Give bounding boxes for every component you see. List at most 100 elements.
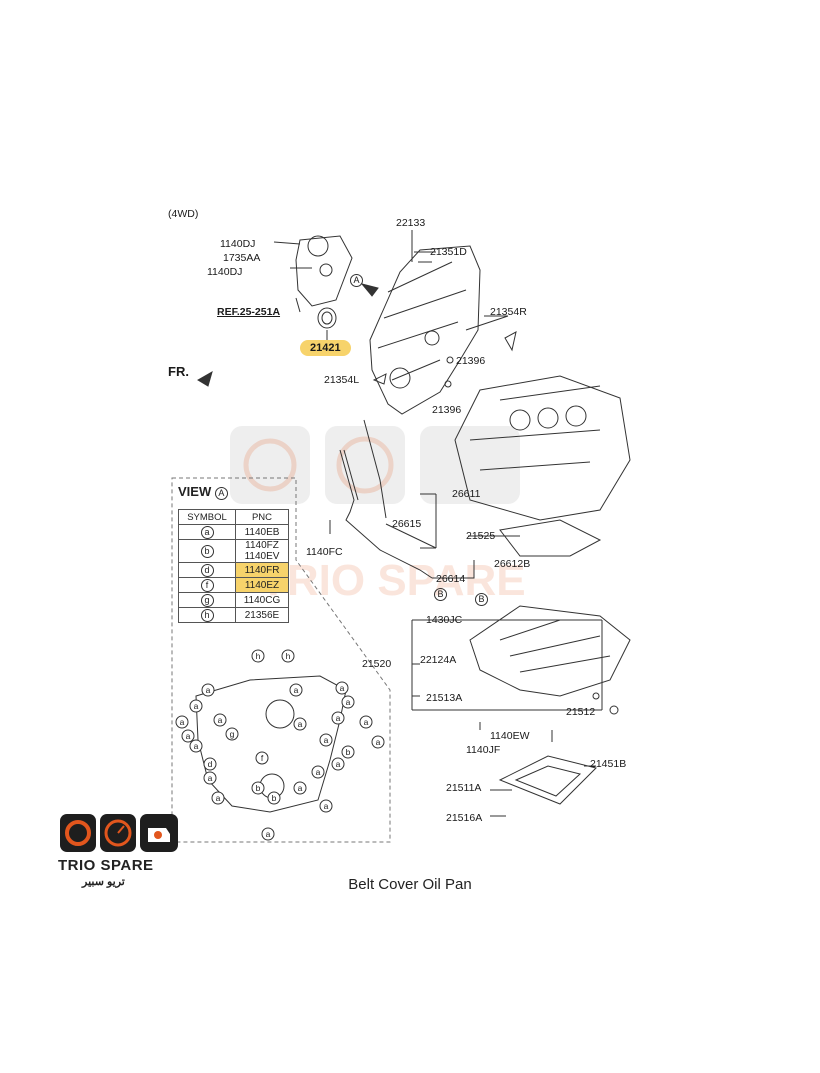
part-21520: 21520 <box>362 658 392 670</box>
svg-text:b: b <box>272 793 277 803</box>
view-symbol-marker: a <box>335 681 349 695</box>
view-symbol-marker: a <box>293 781 307 795</box>
part-1140DJ-top: 1140DJ <box>220 238 256 250</box>
marker-a: A <box>350 274 363 287</box>
view-symbol-marker: a <box>359 715 373 729</box>
part-22124A: 22124A <box>420 654 457 666</box>
view-symbol-marker: a <box>331 757 345 771</box>
oil-pan-lower <box>498 755 597 805</box>
svg-text:a: a <box>336 713 341 723</box>
view-symbol-marker: f <box>255 751 269 765</box>
svg-text:h: h <box>286 651 291 661</box>
symbol-circle: a <box>200 525 214 539</box>
svg-text:a: a <box>194 741 199 751</box>
view-symbol-marker: h <box>251 649 265 663</box>
reference-label: REF.25-251A <box>217 306 281 318</box>
part-21512: 21512 <box>566 706 596 718</box>
part-26611: 26611 <box>452 488 481 500</box>
oil-pan-upper-drawing <box>469 605 631 697</box>
pnc-cell: 1140FR <box>235 562 289 578</box>
symbol-cell: a <box>178 524 236 540</box>
brand-logo <box>60 814 178 852</box>
pnc-cell: 1140EZ <box>235 577 289 593</box>
part-21351D: 21351D <box>430 246 467 258</box>
part-21525: 21525 <box>466 530 496 542</box>
view-symbol-marker: g <box>225 727 239 741</box>
svg-text:h: h <box>256 651 261 661</box>
svg-text:b: b <box>256 783 261 793</box>
svg-text:a: a <box>208 773 213 783</box>
symbol-circle: h <box>200 608 214 622</box>
view-title: VIEW A <box>178 484 228 500</box>
part-26612B: 26612B <box>494 558 531 570</box>
view-symbol-marker: a <box>289 683 303 697</box>
view-symbol-marker: a <box>319 799 333 813</box>
view-symbol-marker: a <box>371 735 385 749</box>
view-symbol-marker: b <box>251 781 265 795</box>
view-symbol-marker: a <box>213 713 227 727</box>
part-21516A: 21516A <box>446 812 483 824</box>
svg-text:a: a <box>346 697 351 707</box>
view-symbol-marker: a <box>319 733 333 747</box>
part-1140FC: 1140FC <box>306 546 343 558</box>
part-21421-highlight[interactable]: 21421 <box>300 340 351 356</box>
view-symbol-marker: a <box>261 827 275 841</box>
part-26615: 26615 <box>392 518 422 530</box>
svg-text:a: a <box>298 719 303 729</box>
view-symbol-marker: a <box>341 695 355 709</box>
view-symbol-marker: a <box>201 683 215 697</box>
view-symbol-marker: a <box>311 765 325 779</box>
svg-text:f: f <box>261 753 264 763</box>
symbol-circle: f <box>200 578 214 592</box>
diagram-caption: Belt Cover Oil Pan <box>348 876 472 893</box>
marker-b: B <box>434 588 447 601</box>
svg-text:a: a <box>218 715 223 725</box>
symbol-circle: d <box>200 563 214 577</box>
svg-text:a: a <box>336 759 341 769</box>
view-symbol-marker: a <box>181 729 195 743</box>
baffle-plate <box>499 519 602 557</box>
timing-cover-drawing <box>369 230 481 415</box>
pnc-cell: 21356E <box>235 607 289 623</box>
view-symbol-marker: d <box>203 757 217 771</box>
variant-label: (4WD) <box>168 208 199 220</box>
symbol-row: h 21356E <box>178 607 289 623</box>
seal-ring <box>317 307 337 329</box>
dipstick-tube <box>339 449 433 579</box>
symbol-circle: b <box>200 544 214 558</box>
svg-text:a: a <box>364 717 369 727</box>
part-1140EW: 1140EW <box>490 730 530 742</box>
brand-arabic: تريو سبير <box>82 876 125 888</box>
view-symbol-marker: a <box>331 711 345 725</box>
svg-text:a: a <box>266 829 271 839</box>
part-1140DJ-bottom: 1140DJ <box>207 266 243 278</box>
svg-text:a: a <box>194 701 199 711</box>
engine-block-drawing <box>454 375 631 521</box>
watermark-logo: TRIO SPARE <box>230 426 526 605</box>
view-marker: A <box>214 487 228 500</box>
svg-text:a: a <box>324 735 329 745</box>
view-symbol-marker: b <box>267 791 281 805</box>
view-symbol-marker: a <box>189 739 203 753</box>
marker-b-2: B <box>475 593 488 606</box>
part-1735AA: 1735AA <box>223 252 261 264</box>
part-21511A: 21511A <box>446 782 482 794</box>
view-symbol-marker: a <box>203 771 217 785</box>
symbol-circle: g <box>200 593 214 607</box>
dipstick <box>363 419 387 519</box>
svg-text:a: a <box>376 737 381 747</box>
view-symbol-marker: a <box>293 717 307 731</box>
part-1140JF: 1140JF <box>466 744 501 756</box>
svg-text:a: a <box>206 685 211 695</box>
view-symbol-marker: h <box>281 649 295 663</box>
svg-text:g: g <box>230 729 235 739</box>
part-21396-bottom: 21396 <box>432 404 462 416</box>
svg-text:a: a <box>298 783 303 793</box>
water-pump-drawing <box>273 235 353 313</box>
svg-text:a: a <box>294 685 299 695</box>
